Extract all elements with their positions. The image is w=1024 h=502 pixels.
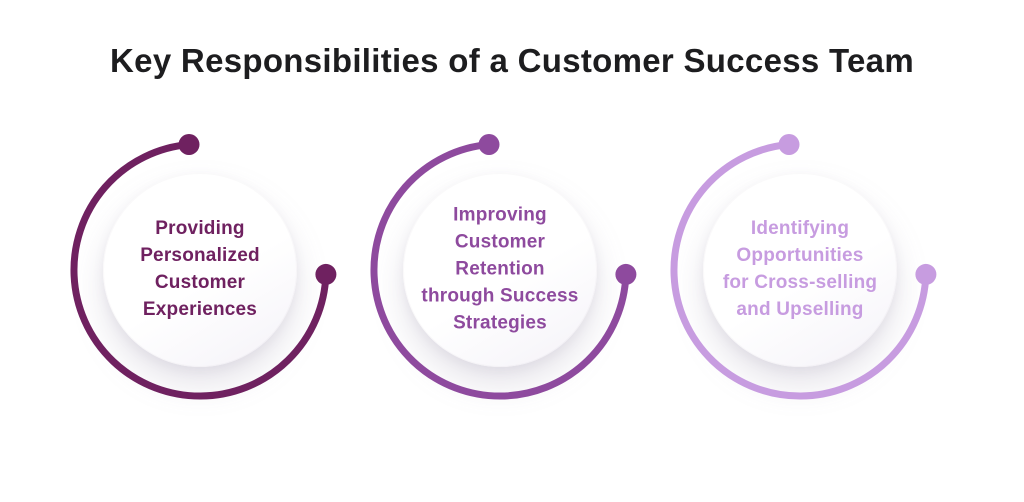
ring-dot-right-3 bbox=[915, 263, 937, 285]
ring-dot-top-2 bbox=[478, 134, 500, 155]
ring-dot-top-1 bbox=[178, 134, 200, 155]
ring-dot-top-3 bbox=[778, 134, 800, 155]
ring-arc-2 bbox=[370, 141, 630, 400]
responsibility-card-3: Identifying Opportunities for Cross-sell… bbox=[650, 110, 950, 440]
responsibility-label-2: Improving Customer Retention through Suc… bbox=[421, 204, 579, 334]
ring-arc-3 bbox=[670, 141, 930, 400]
ring-graphic-2 bbox=[370, 134, 637, 400]
circle-background-1 bbox=[103, 173, 297, 367]
ring-dot-right-2 bbox=[615, 263, 637, 285]
responsibility-label-1: Providing Personalized Customer Experien… bbox=[140, 218, 260, 320]
page-title: Key Responsibilities of a Customer Succe… bbox=[110, 42, 914, 79]
ring-graphic-1 bbox=[70, 134, 337, 400]
responsibility-label-3: Identifying Opportunities for Cross-sell… bbox=[722, 218, 878, 320]
circle-background-3 bbox=[703, 173, 897, 367]
responsibility-card-2: Improving Customer Retention through Suc… bbox=[350, 110, 650, 440]
ring-graphic-3 bbox=[670, 134, 937, 400]
responsibilities-row: Providing Personalized Customer Experien… bbox=[0, 110, 1024, 440]
infographic-page: Key Responsibilities of a Customer Succe… bbox=[0, 42, 1024, 502]
responsibility-card-1: Providing Personalized Customer Experien… bbox=[50, 110, 350, 440]
ring-arc-1 bbox=[70, 141, 330, 400]
ring-dot-right-1 bbox=[315, 263, 337, 285]
circle-background-2 bbox=[403, 173, 597, 367]
